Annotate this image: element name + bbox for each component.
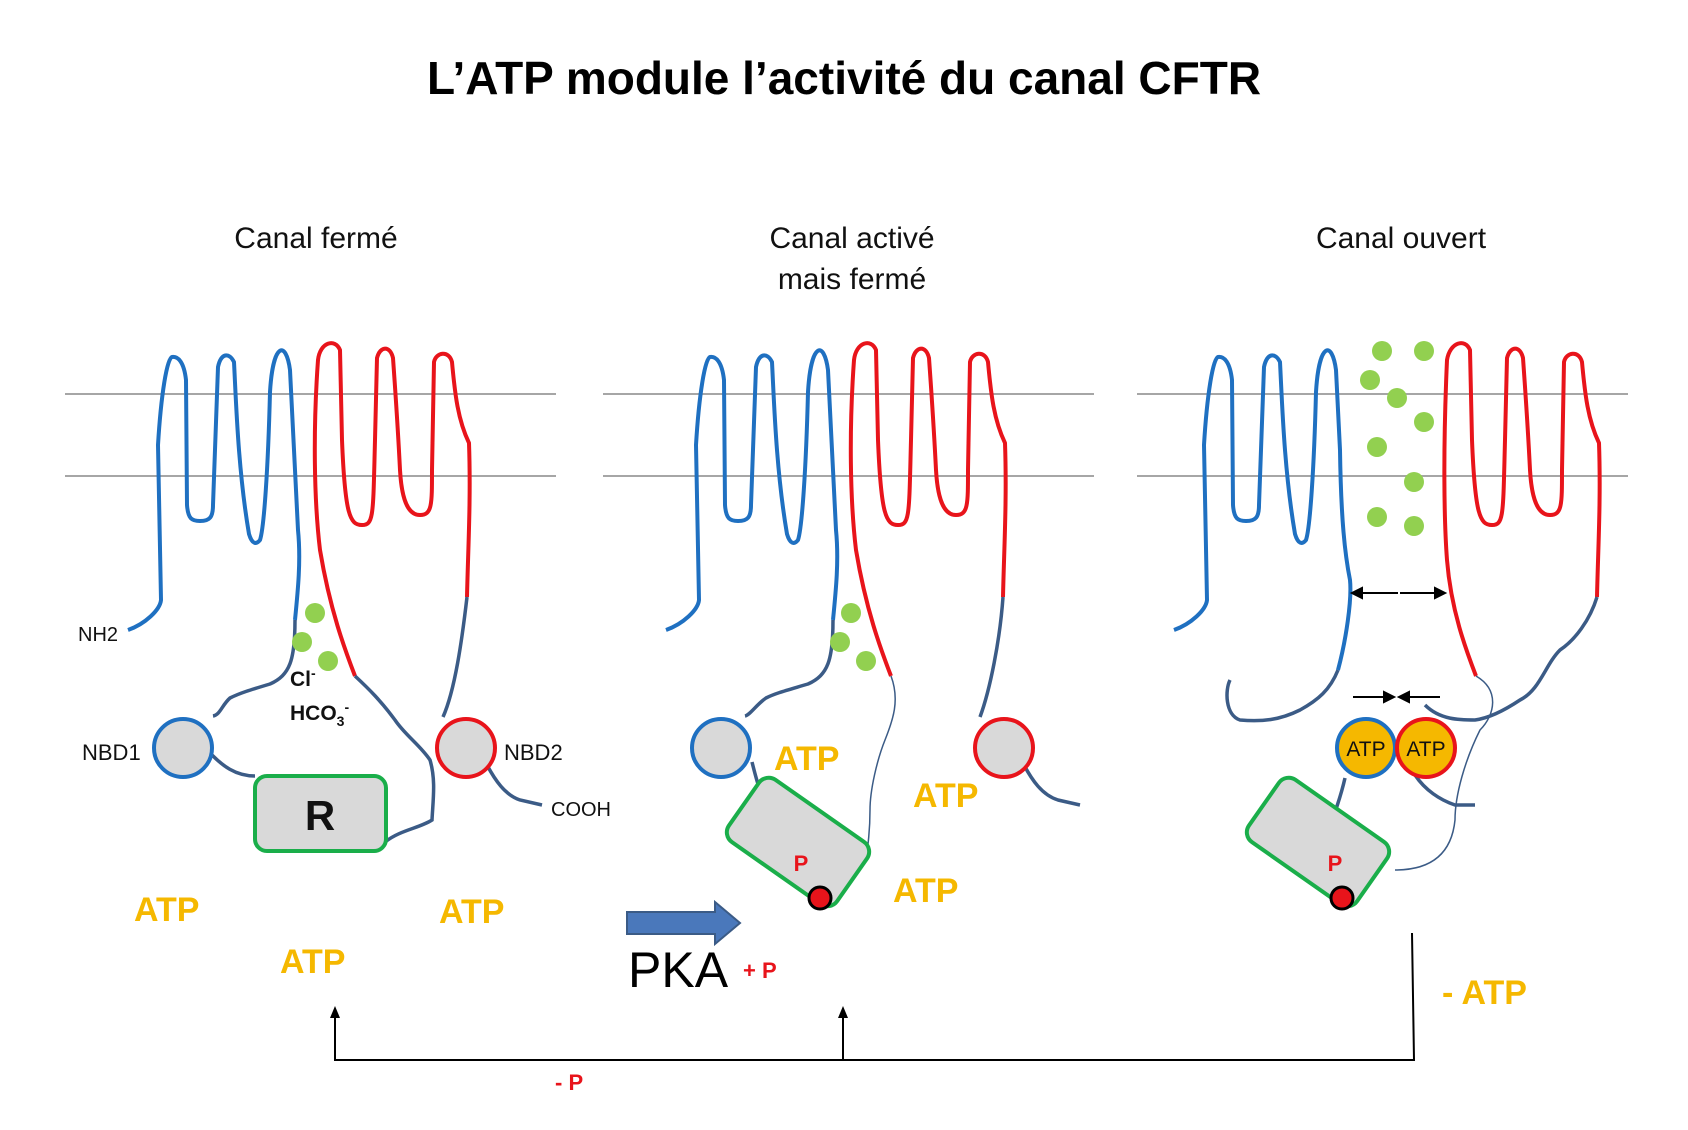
ion-dot (1367, 507, 1387, 527)
atp-free: ATP (913, 777, 978, 815)
panel-closed-title: Canal fermé (234, 222, 397, 255)
linker-nbd1-to-r (750, 761, 760, 785)
linker-thin (865, 675, 896, 861)
nbd2-atp-bound (1395, 717, 1457, 779)
minus-p-label: - P (555, 1070, 583, 1095)
feedback-arrowheads (330, 1006, 848, 1018)
nbd1-label: NBD1 (82, 740, 141, 765)
ion-dot (1414, 412, 1434, 432)
panel-activated-title-line1: Canal activé (769, 222, 934, 255)
arrowhead-right-icon (1434, 586, 1448, 600)
ion-dot (841, 603, 861, 623)
linker-nbd1-to-r (210, 753, 256, 778)
phosphate-dot (1329, 885, 1355, 911)
ion-dot (1404, 516, 1424, 536)
ion-dot (1404, 472, 1424, 492)
r-domain (253, 774, 388, 853)
panel-open-title: Canal ouvert (1316, 222, 1487, 255)
linker-to-nbd1 (212, 619, 297, 718)
ion-dot (1360, 370, 1380, 390)
linker-to-nbd2 (1423, 596, 1599, 722)
r-domain-phosphorylated (1244, 775, 1392, 909)
pore-opening-arrows (1349, 586, 1448, 600)
phosphate-dot (807, 885, 833, 911)
r-domain-label: R (305, 792, 335, 839)
ions-activated (830, 603, 876, 671)
linker-cooh (1413, 774, 1475, 807)
plus-p-label: + P (743, 958, 777, 983)
ion-dot (1367, 437, 1387, 457)
nh2-label: NH2 (78, 624, 118, 646)
tmd2-red (312, 341, 472, 677)
linker-to-nbd2 (978, 596, 1005, 718)
tmd1-blue (1173, 348, 1353, 671)
ion-dot (830, 632, 850, 652)
atp-free: ATP (280, 943, 345, 981)
ion-dot (318, 651, 338, 671)
atp-free: ATP (893, 872, 958, 910)
arrowhead-up-icon (838, 1006, 848, 1018)
r-domain (1244, 775, 1392, 909)
diagram-title: L’ATP module l’activité du canal CFTR (427, 52, 1261, 104)
ion-dot (856, 651, 876, 671)
minus-atp-label: - ATP (1442, 974, 1527, 1012)
ion-dot (1372, 341, 1392, 361)
nbd1-domain (690, 717, 752, 779)
pka-label: PKA (628, 942, 729, 998)
atp-bound-label: ATP (1406, 738, 1445, 761)
linker-thin (1394, 675, 1494, 871)
nbd2-domain (435, 717, 497, 779)
atp-free: ATP (134, 891, 199, 929)
phospho-label: P (794, 851, 809, 876)
nbd2-label: NBD2 (504, 740, 563, 765)
linker-cooh (485, 764, 543, 807)
ion-dot (1414, 341, 1434, 361)
ions-closed (292, 603, 338, 671)
ion-dot (1387, 388, 1407, 408)
atp-free: ATP (439, 893, 504, 931)
arrowhead-up-icon (330, 1006, 340, 1018)
r-domain-phosphorylated (724, 775, 872, 909)
panel-closed: R NH2 NBD1 NBD2 COOH Cl- HCO3- ATP ATP A… (78, 341, 611, 981)
tmd1-blue (127, 348, 302, 632)
dimerization-arrows (1353, 690, 1440, 704)
right-arrow-icon (626, 899, 742, 947)
atp-bound-label: ATP (1346, 738, 1385, 761)
nbd1-domain (152, 717, 214, 779)
linker-red-to-r (353, 674, 436, 844)
linker-to-nbd2 (441, 596, 469, 718)
nbd2-domain (973, 717, 1035, 779)
cooh-label: COOH (551, 799, 611, 821)
phospho-label: P (1328, 851, 1343, 876)
feedback-path (334, 932, 1416, 1061)
atp-free: ATP (774, 740, 839, 778)
feedback-line (334, 932, 1416, 1061)
tmd2-red (848, 341, 1008, 677)
panel-activated: P ATP ATP ATP (665, 341, 1081, 911)
ion-dot (305, 603, 325, 623)
pka-arrow: PKA + P (626, 899, 777, 998)
linker-to-nbd1 (744, 619, 835, 718)
r-domain (724, 775, 872, 909)
linker-to-nbd1 (1225, 669, 1340, 723)
tmd2-red (1442, 341, 1602, 677)
linker-cooh (1022, 764, 1081, 807)
arrowhead-left-icon (1349, 586, 1363, 600)
arrowhead-right-icon (1383, 690, 1397, 704)
panel-open: ATP ATP P - ATP (1173, 341, 1602, 1012)
tmd1-blue (665, 348, 840, 632)
ions-open (1360, 341, 1434, 536)
bicarbonate-label: HCO3- (290, 699, 349, 729)
ion-dot (292, 632, 312, 652)
chloride-label: Cl- (290, 665, 316, 691)
membrane (65, 393, 1628, 477)
panel-activated-title-line2: mais fermé (778, 263, 926, 296)
arrowhead-left-icon (1396, 690, 1410, 704)
